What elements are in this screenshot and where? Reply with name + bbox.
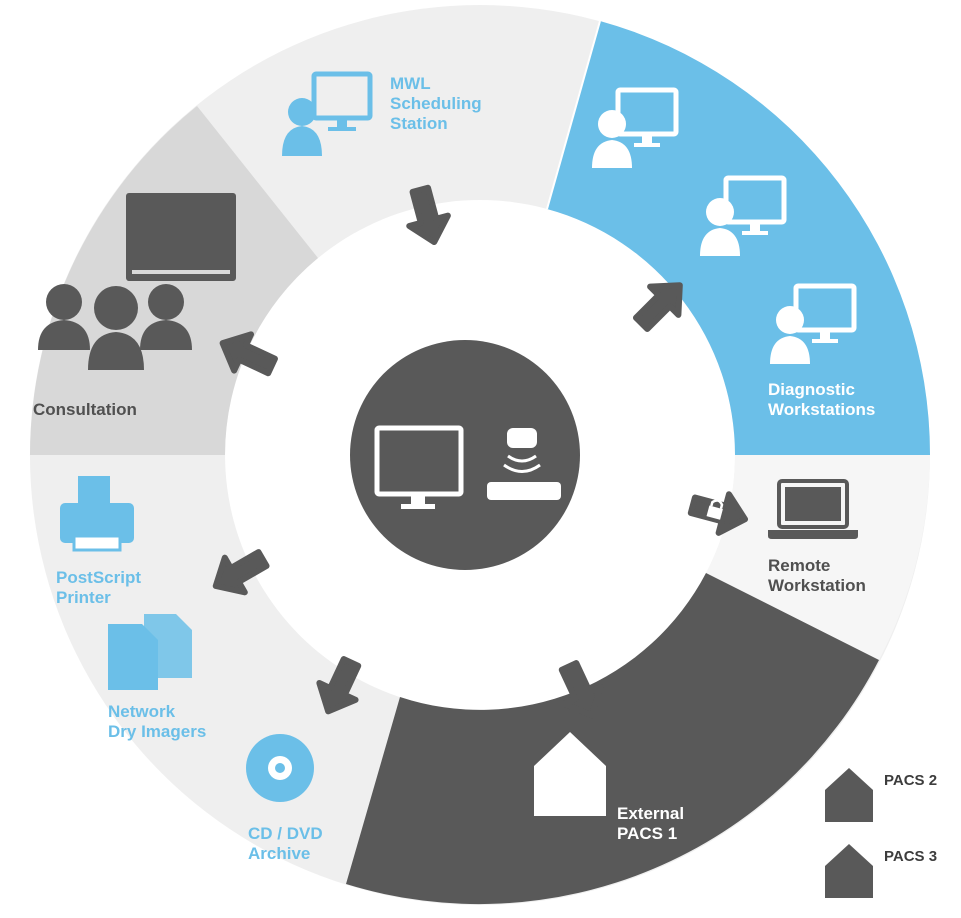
diagnostic-sector <box>547 21 931 455</box>
laptop-icon <box>768 479 858 539</box>
printer-icon <box>60 476 134 552</box>
dry-imagers-label: Network Dry Imagers <box>108 702 207 741</box>
consultation-label: Consultation <box>33 400 137 419</box>
printer-label: PostScript Printer <box>56 568 142 607</box>
external-pacs-label: External PACS 1 <box>617 804 685 843</box>
monitor-icon <box>374 425 464 509</box>
consultation-screen-icon <box>126 193 236 281</box>
mwl-icon <box>282 71 373 156</box>
center-hub <box>350 340 580 570</box>
disc-icon <box>246 734 314 802</box>
remote-label: Remote Workstation <box>768 556 866 595</box>
mwl-label: MWL Scheduling Station <box>390 74 482 133</box>
group-icon <box>38 284 192 370</box>
lock-icon <box>706 499 724 520</box>
documents-icon <box>108 614 192 690</box>
diagnostic-label: Diagnostic Workstations <box>768 380 876 419</box>
pacs2-house-icon <box>825 768 873 822</box>
remote-sector <box>706 455 930 660</box>
pacs3-label: PACS 3 <box>884 848 938 865</box>
external-pacs-sector <box>346 573 879 905</box>
pacs3-house-icon <box>825 844 873 898</box>
pacs2-label: PACS 2 <box>884 772 938 789</box>
scanner-icon <box>487 428 561 500</box>
lock-connection-arrow <box>688 486 751 539</box>
external-pacs-house-icon <box>534 732 606 816</box>
cd-dvd-label: CD / DVD Archive <box>248 824 323 863</box>
